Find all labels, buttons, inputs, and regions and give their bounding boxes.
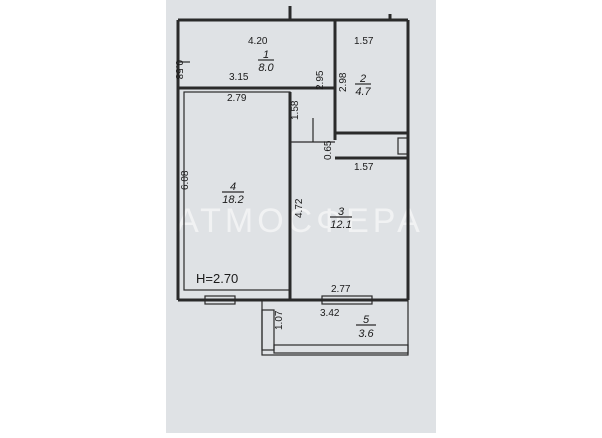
room-2-area: 4.7 xyxy=(355,86,371,98)
watermark: АТМОСФЕРА xyxy=(176,202,424,240)
room-5-area: 3.6 xyxy=(358,328,374,340)
room-labels: 1 8.0 2 4.7 3 12.1 4 18.2 5 3.6 xyxy=(222,49,376,340)
room-3-number: 3 xyxy=(338,206,345,218)
ceiling-height-label: H=2.70 xyxy=(196,271,238,286)
room-4-number: 4 xyxy=(230,181,236,193)
dim-4-20: 4.20 xyxy=(248,36,268,47)
dim-1-58: 1.58 xyxy=(290,100,301,120)
dim-6-08: 6.08 xyxy=(180,170,191,190)
dim-2-79: 2.79 xyxy=(227,93,247,104)
window-right xyxy=(397,137,409,155)
dimension-labels: 4.20 1.57 0.58 3.15 2.95 2.98 2.79 1.58 … xyxy=(173,36,374,330)
dim-1-57-top: 1.57 xyxy=(354,36,374,47)
room-4-area: 18.2 xyxy=(222,194,243,206)
dim-0-65: 0.65 xyxy=(323,140,334,160)
room-3-area: 12.1 xyxy=(330,219,351,231)
dim-2-95: 2.95 xyxy=(315,70,326,90)
walls xyxy=(176,6,410,356)
dim-1-57-mid: 1.57 xyxy=(354,162,374,173)
dim-0-58: 0.58 xyxy=(173,60,184,80)
dim-4-72: 4.72 xyxy=(294,198,305,218)
dim-1-07: 1.07 xyxy=(274,310,285,330)
paper-sheet xyxy=(166,0,436,433)
balcony-window-bottom xyxy=(273,344,409,354)
room-1-number: 1 xyxy=(263,49,269,61)
room-1-area: 8.0 xyxy=(258,62,274,74)
dim-2-77: 2.77 xyxy=(331,284,351,295)
dim-2-98: 2.98 xyxy=(338,72,349,92)
window-room4 xyxy=(204,295,236,305)
window-room3 xyxy=(321,295,373,305)
dim-3-15: 3.15 xyxy=(229,72,249,83)
room-2-number: 2 xyxy=(359,73,366,85)
balcony-window-left xyxy=(261,309,275,351)
dim-3-42: 3.42 xyxy=(320,308,340,319)
room-5-number: 5 xyxy=(363,314,370,326)
